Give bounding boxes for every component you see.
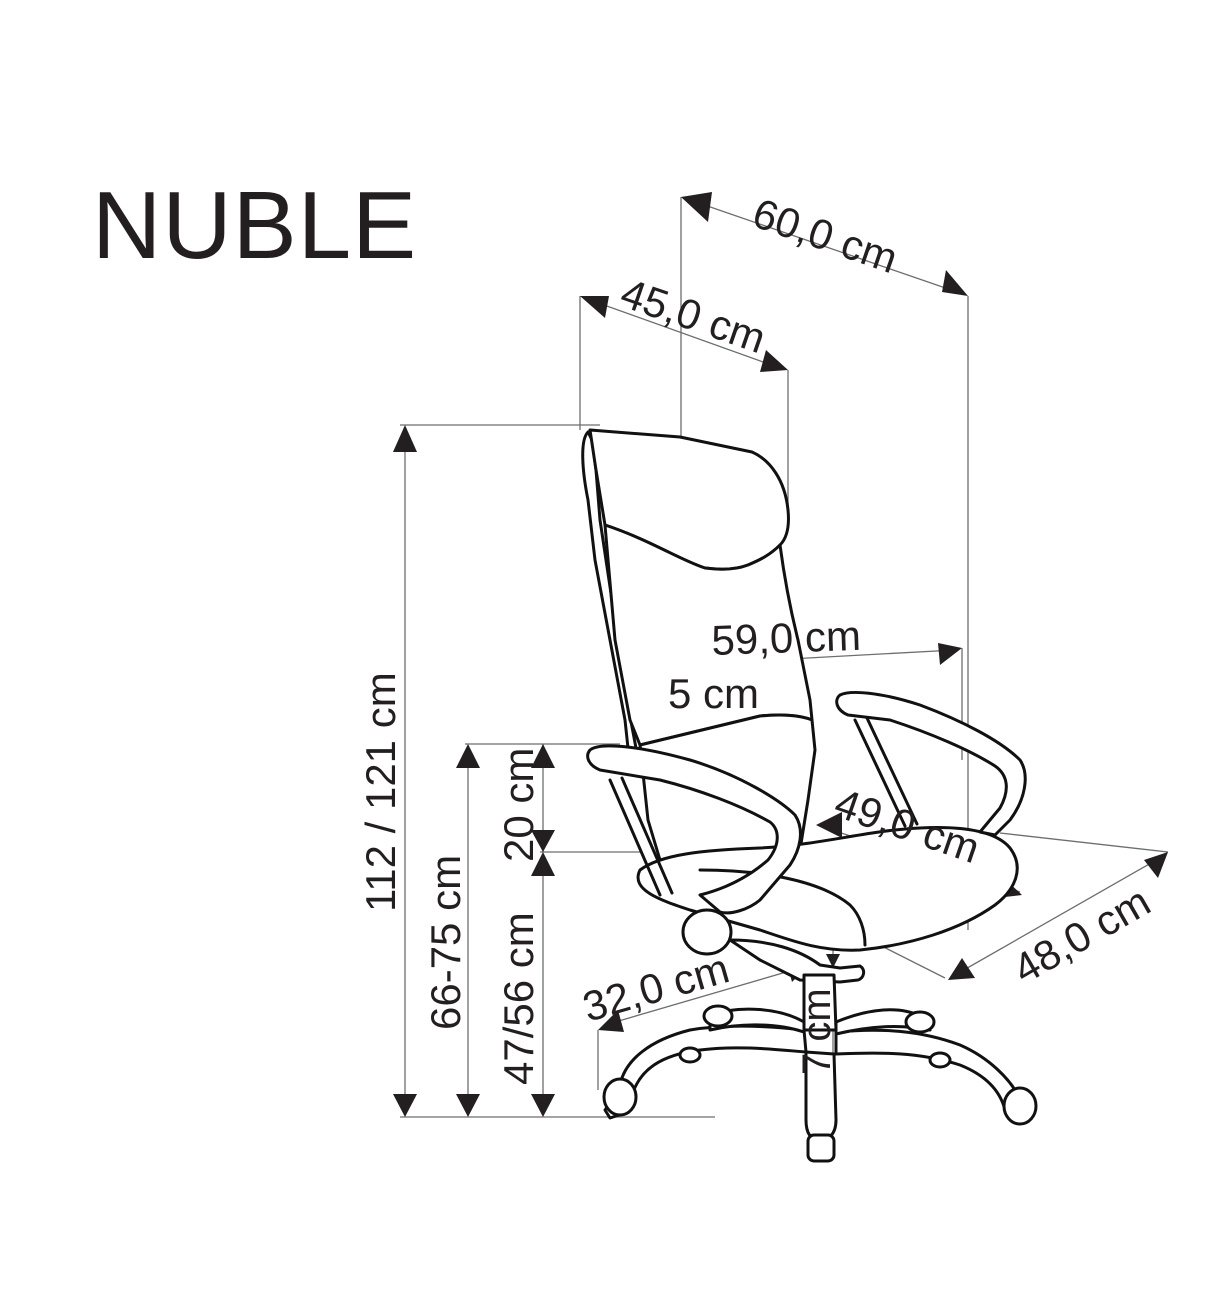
arrow-head-icon bbox=[531, 1094, 555, 1117]
dimension-labels: 60,0 cm 45,0 cm 59,0 cm 5 cm 49,0 cm 48,… bbox=[357, 189, 1158, 1085]
label-backrest-width: 45,0 cm bbox=[615, 269, 772, 362]
caster-right bbox=[1002, 1086, 1038, 1126]
arrow-head-icon bbox=[531, 744, 555, 768]
caster-back-left bbox=[702, 1004, 734, 1028]
label-total-height: 112 / 121 cm bbox=[357, 672, 404, 912]
seat-cushion bbox=[636, 826, 1019, 952]
arrow-head-icon bbox=[942, 270, 968, 296]
label-seat-depth: 48,0 cm bbox=[1005, 877, 1158, 992]
label-seat-height: 47/56 cm bbox=[495, 912, 542, 1085]
arrow-head-icon bbox=[580, 296, 609, 318]
label-armrest-above-seat: 20 cm bbox=[495, 748, 542, 862]
armrest-support-far bbox=[853, 718, 907, 828]
arrow-head-icon bbox=[826, 954, 840, 968]
arrow-head-icon bbox=[816, 812, 842, 838]
label-overall-depth: 60,0 cm bbox=[747, 189, 904, 282]
arrow-head-icon bbox=[393, 1094, 417, 1117]
seat-mechanism bbox=[728, 938, 866, 984]
arrow-head-icon bbox=[681, 192, 712, 222]
arrow-head-icon bbox=[598, 1010, 624, 1032]
product-title: NUBLE bbox=[92, 172, 418, 279]
tilt-knob bbox=[681, 908, 733, 956]
arrow-head-icon bbox=[456, 1094, 480, 1117]
arrow-head-icon bbox=[456, 744, 480, 768]
caster-front bbox=[806, 1133, 836, 1163]
label-armrest-height: 66-75 cm bbox=[422, 855, 469, 1030]
arrow-head-icon bbox=[531, 830, 555, 852]
armrest-far bbox=[835, 690, 1027, 837]
arrow-head-icon bbox=[393, 425, 417, 452]
armrest-support-near bbox=[608, 778, 662, 897]
chair-outline bbox=[581, 428, 1038, 1163]
base-leg-back-left bbox=[708, 1007, 806, 1034]
caster-left bbox=[602, 1077, 638, 1117]
arrow-head-icon bbox=[1144, 852, 1168, 878]
label-armrest-thickness: 5 cm bbox=[668, 670, 759, 717]
caster-back-right bbox=[904, 1010, 936, 1034]
arrow-head-icon bbox=[938, 643, 962, 665]
arrow-head-icon bbox=[948, 958, 975, 980]
arrow-head-icon bbox=[531, 852, 555, 876]
arrow-head-icon bbox=[760, 350, 788, 372]
label-gas-lift-stroke: 7 cm bbox=[795, 988, 839, 1075]
label-armrest-width: 59,0 cm bbox=[711, 612, 862, 664]
